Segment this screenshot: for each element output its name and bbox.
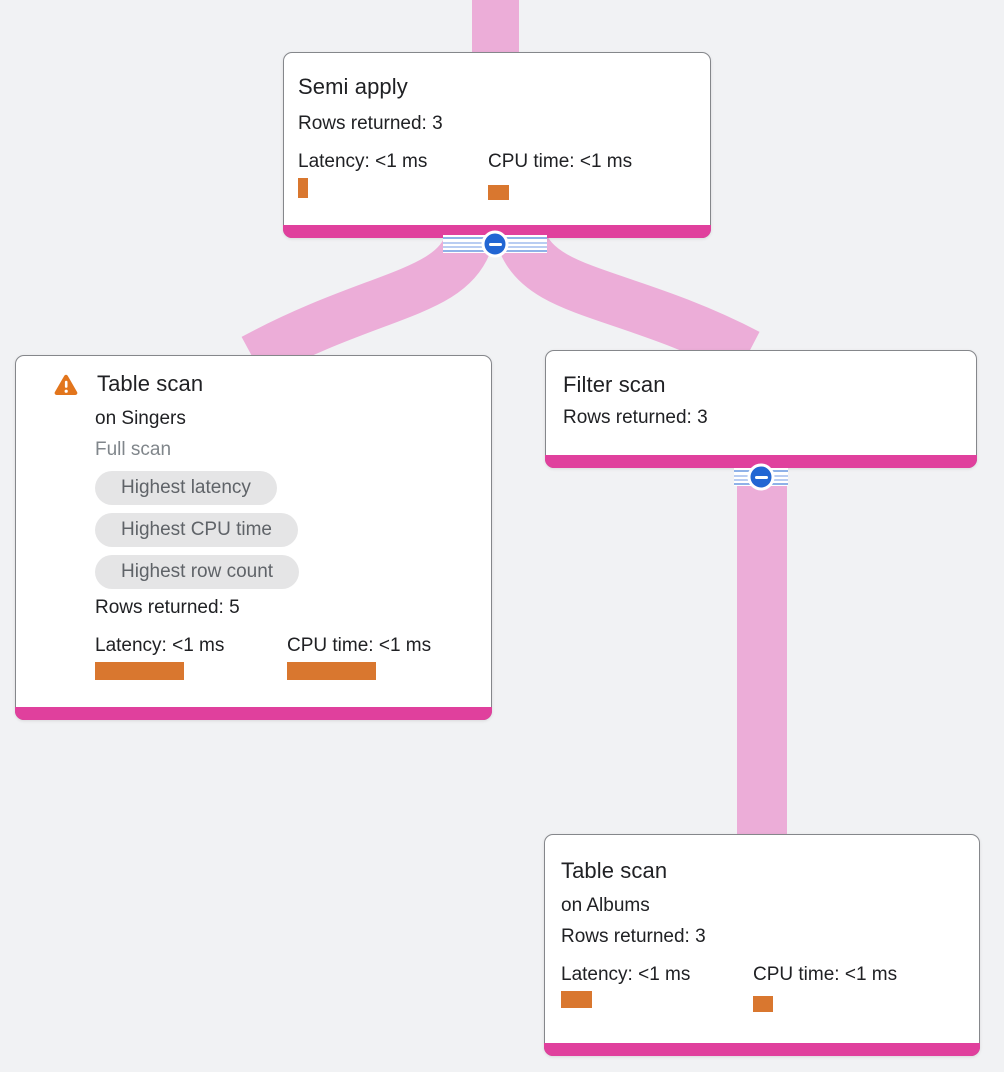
- node-filter-scan[interactable]: Filter scan Rows returned: 3: [545, 350, 977, 468]
- rows-returned: Rows returned: 3: [298, 113, 443, 134]
- cpu-time-label: CPU time: <1 ms: [488, 151, 633, 172]
- badge-highest-cpu-time: Highest CPU time: [95, 513, 298, 547]
- warning-triangle-icon: [54, 374, 78, 395]
- edge-semi-apply-to-filter-scan: [497, 228, 760, 377]
- latency-bar: [95, 662, 184, 680]
- node-table-scan-albums[interactable]: Table scan on Albums Rows returned: 3 La…: [544, 834, 980, 1056]
- node-accent-strip: [544, 1043, 980, 1056]
- latency-bar: [561, 991, 592, 1008]
- scan-type-label: Full scan: [95, 439, 172, 460]
- badge-highest-row-count: Highest row count: [95, 555, 300, 589]
- cpu-time-bar: [287, 662, 376, 680]
- minus-icon[interactable]: [747, 463, 775, 491]
- latency-bar: [298, 178, 308, 198]
- cpu-time-label: CPU time: <1 ms: [753, 964, 898, 985]
- minus-icon[interactable]: [481, 230, 509, 258]
- badge-highest-latency: Highest latency: [95, 471, 277, 505]
- node-title: Filter scan: [563, 372, 666, 397]
- cpu-time-bar: [488, 185, 509, 200]
- node-table-scan-singers[interactable]: Table scan on Singers Full scan Highest …: [15, 355, 492, 720]
- node-subtitle: on Singers: [95, 408, 186, 429]
- latency-label: Latency: <1 ms: [95, 635, 225, 656]
- latency-label: Latency: <1 ms: [298, 151, 428, 172]
- node-title: Table scan: [561, 858, 668, 883]
- rows-returned: Rows returned: 3: [561, 926, 706, 947]
- node-accent-strip: [545, 455, 977, 468]
- node-semi-apply[interactable]: Semi apply Rows returned: 3 Latency: <1 …: [283, 52, 711, 238]
- rows-returned: Rows returned: 5: [95, 597, 240, 618]
- node-accent-strip: [15, 707, 492, 720]
- collapse-button-filter-scan[interactable]: [734, 463, 788, 491]
- edge-filter-scan-to-table-scan-albums: [737, 474, 787, 838]
- node-title: Semi apply: [298, 74, 408, 99]
- rows-returned: Rows returned: 3: [563, 407, 708, 428]
- cpu-time-label: CPU time: <1 ms: [287, 635, 432, 656]
- node-subtitle: on Albums: [561, 895, 650, 916]
- edge-root-to-semi-apply: [472, 0, 519, 54]
- collapse-button-semi-apply[interactable]: [443, 230, 547, 258]
- edge-semi-apply-to-table-scan-singers: [241, 229, 494, 380]
- cpu-time-bar: [753, 996, 773, 1012]
- node-title: Table scan: [97, 371, 204, 396]
- latency-label: Latency: <1 ms: [561, 964, 691, 985]
